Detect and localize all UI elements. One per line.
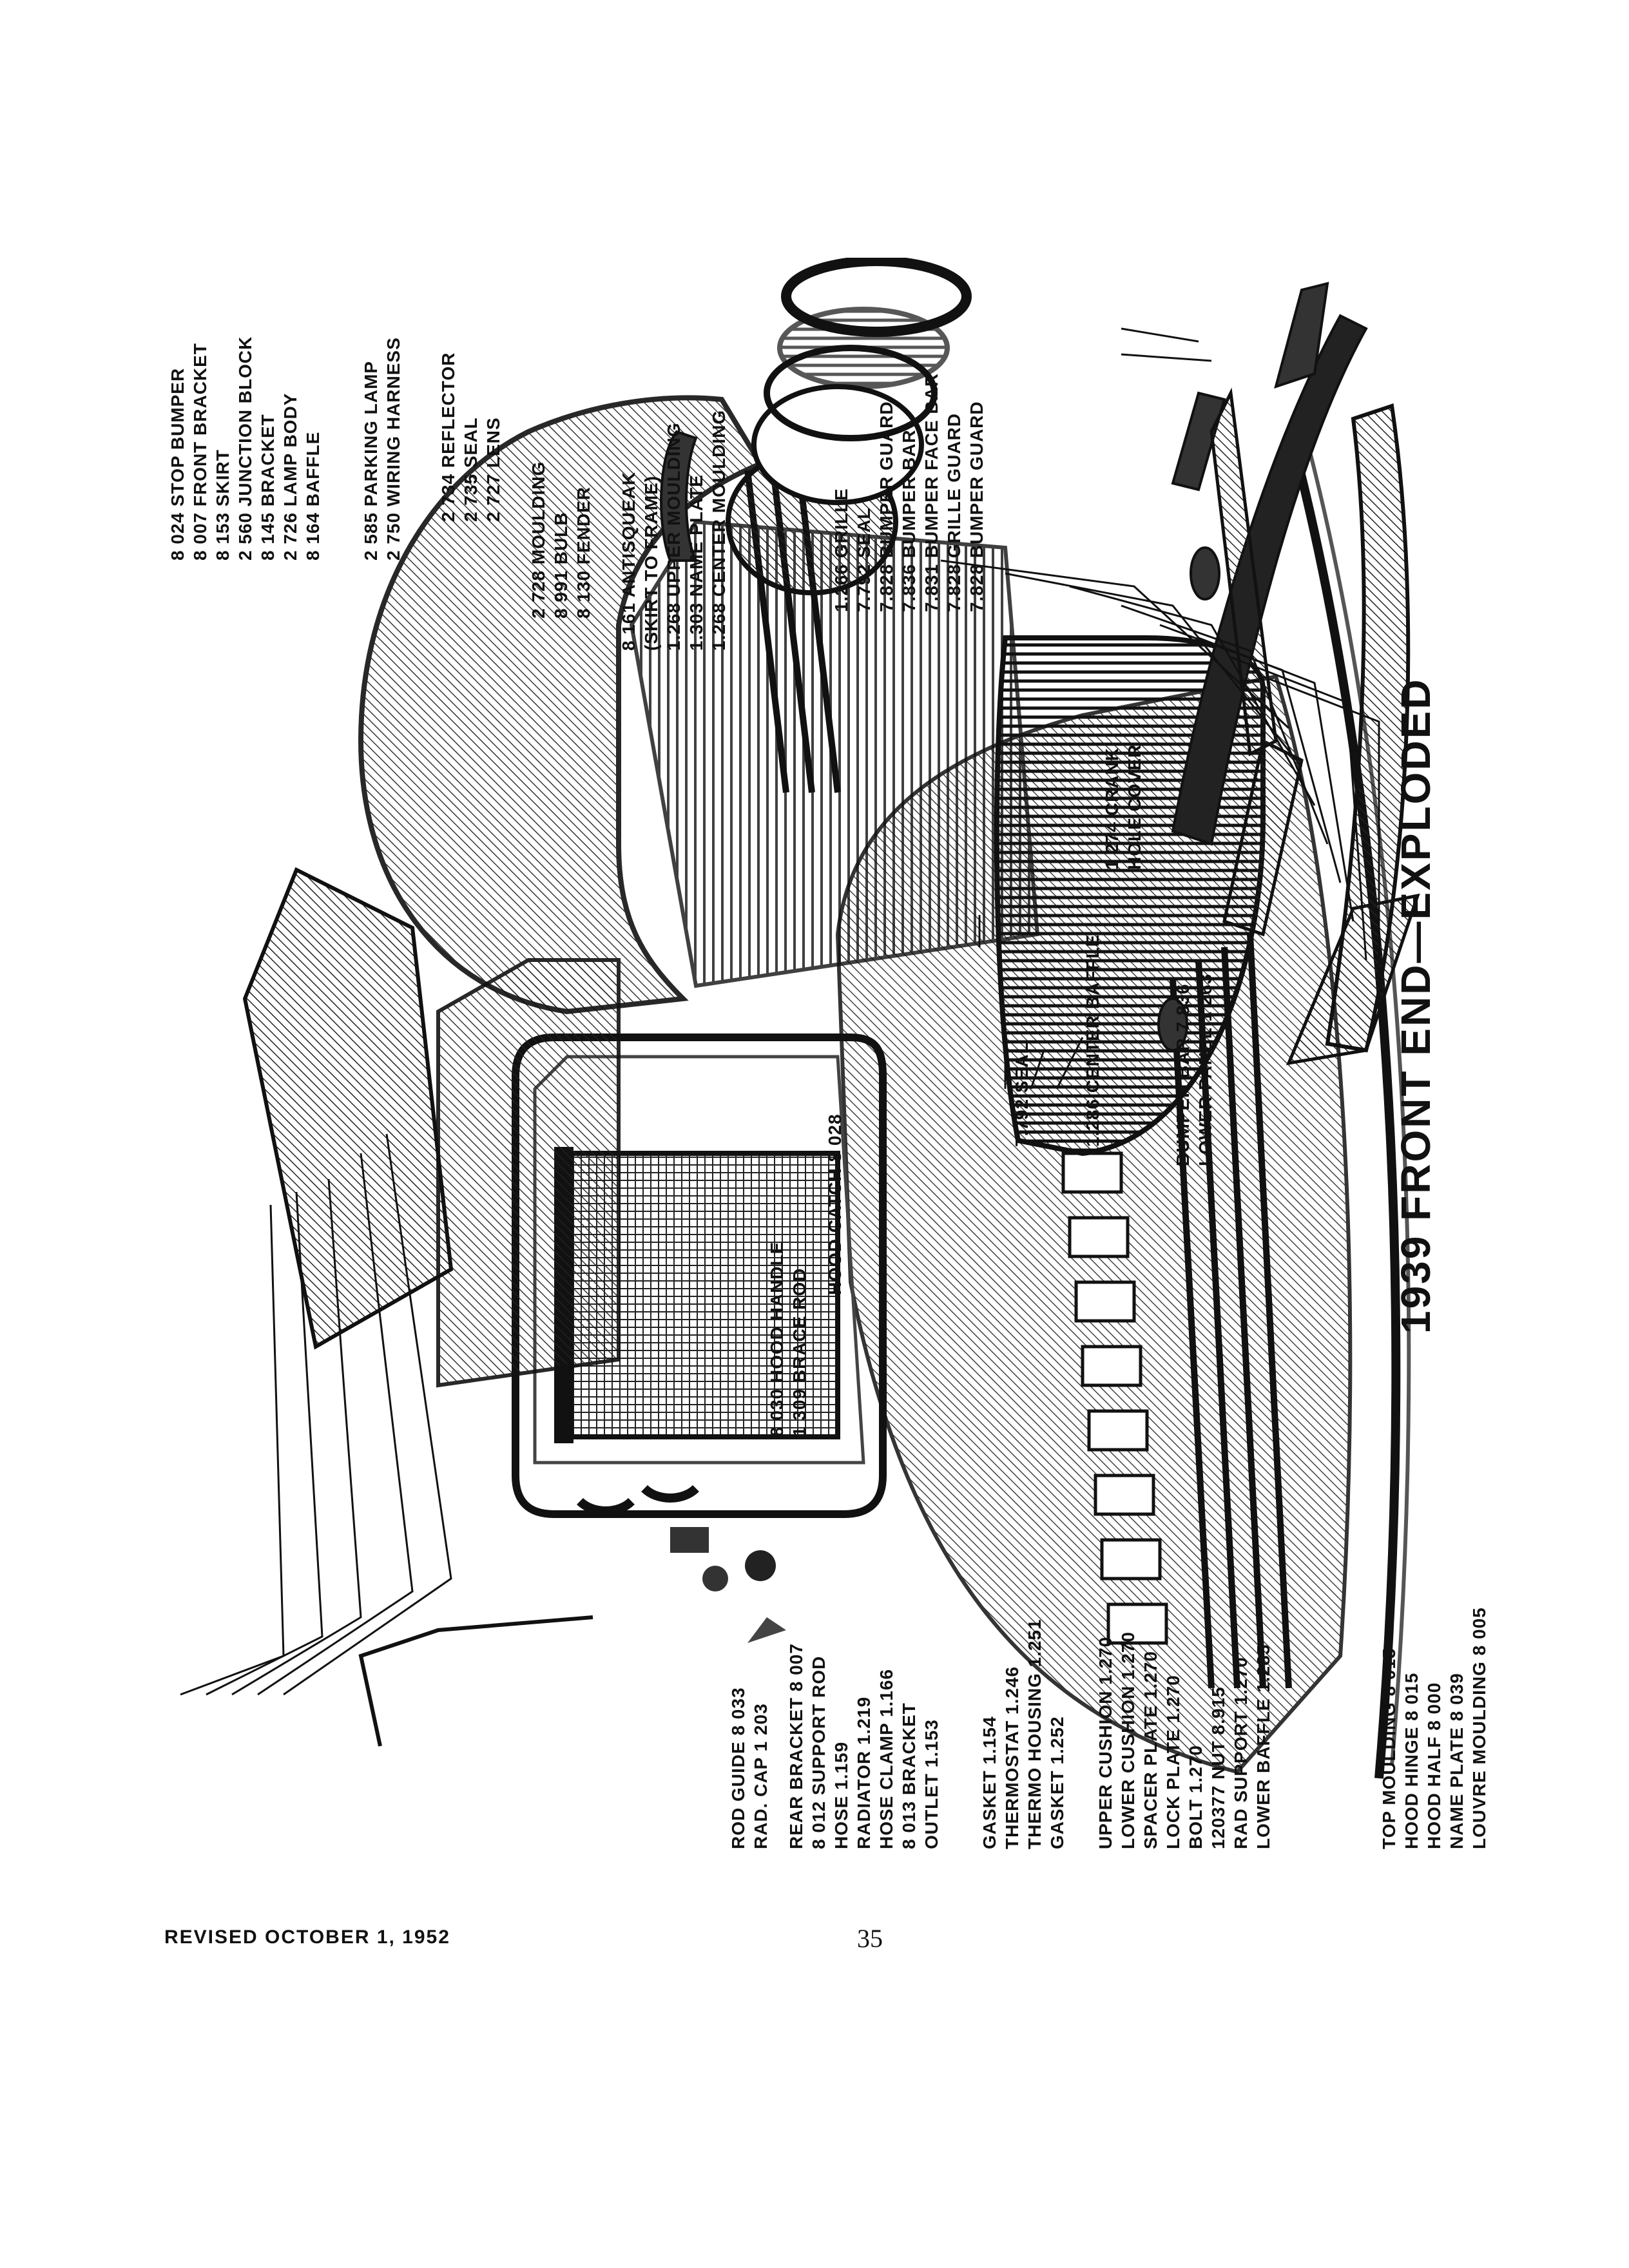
lower-baffle [242,867,454,1350]
label-bumper-guard-b: 7.828 BUMPER GUARD [967,401,987,612]
label-name-plate-hood: NAME PLATE 8 039 [1447,1673,1467,1849]
label-fender: 8 130 FENDER [574,486,593,619]
label-rad-cap: RAD. CAP 1 203 [751,1703,771,1849]
label-radiator: RADIATOR 1.219 [854,1696,874,1849]
label-wiring-harness: 2 750 WIRING HARNESS [383,337,403,561]
label-lens: 2 727 LENS [483,417,503,522]
revised-date: REVISED OCTOBER 1, 1952 [164,1927,450,1948]
label-bracket-8145: 8 145 BRACKET [258,414,278,561]
label-reflector: 2 734 REFLECTOR [438,352,458,522]
label-nut: 120377 NUT 8.915 [1208,1686,1228,1849]
label-upper-cushion: UPPER CUSHION 1.270 [1095,1636,1115,1849]
brace-rod [358,1615,593,1747]
label-seal-7792-b: 7.792 SEAL [1012,1042,1032,1147]
label-outlet: OUTLET 1.153 [921,1719,941,1849]
label-brace-rod: 1 309 BRACE ROD [789,1267,809,1437]
label-stop-bumper: 8 024 STOP BUMPER [168,367,188,561]
label-antisqueak-note: (SKIRT TO FRAME) [641,475,661,651]
label-gasket-1252: GASKET 1.252 [1047,1716,1067,1849]
label-grille: 1.266 GRILLE [831,488,851,612]
label-bumper-guard-a: 7.828 BUMPER GUARD [876,401,896,612]
grille-guard [1210,387,1278,756]
label-seal-2735: 2 735 SEAL [461,417,481,522]
label-bumper-face-bar: 7.831 BUMPER FACE BAR [921,372,941,612]
label-bulb: 8 991 BULB [551,512,571,619]
label-lower-cushion: LOWER CUSHION 1.270 [1118,1631,1138,1849]
label-lower-panel: LOWER PANEL 1 263 [1195,973,1215,1166]
label-grille-guard: 7.828 GRILLE GUARD [944,413,964,612]
label-bumper-bar: 7.836 BUMPER BAR [899,429,919,612]
label-spacer-plate: SPACER PLATE 1.270 [1141,1651,1161,1849]
bumper-guard [1171,282,1329,492]
label-hose: HOSE 1.159 [831,1741,851,1849]
label-name-plate-grille: 1.303 NAME PLATE [686,474,706,651]
parking-lamp [660,430,699,562]
thermostat-parts [670,1527,786,1643]
label-lock-plate: LOCK PLATE 1.270 [1163,1675,1183,1849]
label-seal-7792-a: 7.792 SEAL [854,507,874,612]
hood-top-moulding [1291,444,1411,1779]
hose-parts [577,1485,699,1515]
label-baffle: 8 164 BAFFLE [303,431,323,561]
label-parking-lamp: 2 585 PARKING LAMP [361,361,381,561]
label-top-moulding: TOP MOULDING 8 015 [1379,1648,1399,1849]
hood-louvres [1061,1151,1168,1645]
page-number: 35 [857,1924,883,1953]
diagram-plate: TOP MOULDING 8 015 HOOD HINGE 8 015 HOOD… [168,258,1489,1849]
label-louvre-moulding: LOUVRE MOULDING 8 005 [1469,1607,1489,1849]
label-hood-handle: 8 030 HOOD HANDLE [767,1241,787,1437]
label-skirt: 8 153 SKIRT [213,449,233,561]
seal-parts [1157,546,1220,1052]
label-crank-1: 1 274 CRANK [1102,747,1122,870]
label-bolt: BOLT 1.270 [1186,1745,1206,1849]
label-center-moulding: 1.268 CENTER MOULDING [709,409,729,651]
label-rad-support: RAD SUPPORT 1.270 [1231,1657,1251,1849]
radiator-support [436,958,621,1388]
label-thermo-housing: THERMO HOUSING 1.251 [1025,1619,1045,1849]
label-rear-bracket: REAR BRACKET 8 007 [786,1643,806,1849]
label-rod-guide: ROD GUIDE 8 033 [728,1687,748,1849]
label-hose-clamp: HOSE CLAMP 1.166 [876,1668,896,1849]
label-hood-hinge: HOOD HINGE 8 015 [1402,1672,1422,1849]
label-crank-2: HOLE COVER [1124,744,1144,870]
label-bumper-bar-b: BUMPER BAR 7 836 [1173,983,1193,1166]
headlamp-moulding [781,258,972,337]
label-gasket-1154: GASKET 1.154 [979,1716,999,1849]
exploded-view-drawing [180,258,1420,1779]
label-bracket-8013: 8 013 BRACKET [899,1702,919,1849]
label-upper-moulding: 1.268 UPPER MOULDING [664,422,684,651]
leader-lines [180,327,1380,1696]
label-moulding-2728: 2 728 MOULDING [528,461,548,619]
label-junction-block: 2 560 JUNCTION BLOCK [235,336,255,561]
label-lamp-body: 2 726 LAMP BODY [280,392,300,561]
bumper-bar [1325,403,1411,1053]
label-antisqueak: 8 161 ANTISQUEAK [619,472,639,651]
label-center-baffle: 1.286 CENTER BAFFLE [1083,934,1103,1147]
label-front-bracket: 8 007 FRONT BRACKET [190,343,210,561]
label-hood-catch: HOOD CATCH 8 028 [825,1113,845,1295]
center-baffle [1222,738,1304,937]
label-support-rod: 8 012 SUPPORT ROD [809,1655,829,1849]
diagram-title: 1939 FRONT END—EXPLODED [1393,677,1439,1334]
label-hood-half: HOOD HALF 8 000 [1424,1682,1444,1849]
label-lower-baffle: LOWER BAFFLE 1.285 [1253,1644,1273,1849]
label-thermostat: THERMOSTAT 1.246 [1002,1666,1022,1849]
